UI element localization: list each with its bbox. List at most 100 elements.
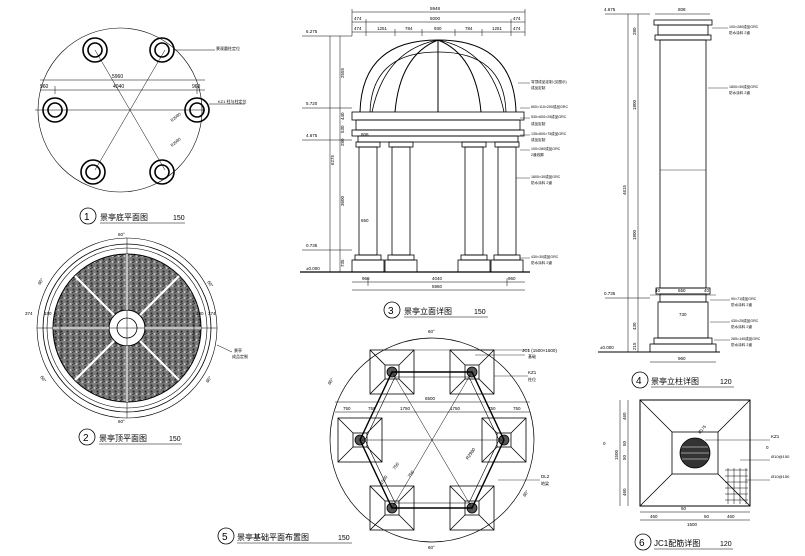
dim-right: 960 [192, 84, 201, 90]
column-symbol [42, 97, 68, 123]
dim-label: 4040 [432, 276, 443, 281]
dim-label: 474 [354, 26, 362, 31]
dim-label: 5000 [430, 16, 441, 21]
dim-label: 750 [368, 406, 376, 411]
dim-total: 5948 [430, 6, 441, 11]
column-symbol [149, 159, 175, 185]
vdim-label: 280 [632, 27, 637, 35]
dl-label: DL2 [541, 474, 550, 479]
title-text: 景亭立柱详图 [651, 376, 699, 386]
angle-label: 60° [37, 277, 45, 286]
level-label: 5.720 [306, 101, 318, 106]
dim-label: 808 [678, 7, 686, 12]
dim-label: 960 [508, 276, 516, 281]
note-label: 100×280成品GRC [531, 146, 561, 151]
level-label: 4.675 [306, 133, 318, 138]
vdim-label: 1800 [632, 99, 637, 110]
note-label: 2道线脚 [531, 152, 544, 157]
rebar-grid [725, 468, 748, 504]
axis-zero: 0 [603, 441, 606, 446]
note-label: 防水涂料 2道 [731, 342, 752, 347]
title-number: 1 [84, 212, 90, 223]
dim-mid: 4040 [113, 84, 124, 90]
title-block: 2 景亭顶平面图 150 [78, 428, 182, 446]
note-label: 135×600×75成品GRC [531, 131, 567, 136]
angle-label: 60° [428, 329, 435, 334]
title-number: 4 [636, 376, 642, 387]
title-scale: 120 [720, 379, 732, 386]
jc-label: JC1 (1500×1500) [522, 348, 557, 353]
angle-label: 60° [118, 232, 125, 237]
dim-label: 750 [407, 469, 416, 478]
note-label: 600×110×200成品GRC [531, 104, 568, 109]
title-text: 景亭立面详图 [404, 306, 452, 316]
dim-label: 374 [25, 311, 33, 316]
elevation-column [351, 141, 385, 273]
dim-label: 460 [727, 514, 735, 519]
note-label: 成品定制 [531, 121, 546, 126]
title-text: 景亭基础平面布置图 [237, 532, 309, 542]
elevation-column [457, 141, 491, 273]
dim-label: 180 [44, 311, 52, 316]
dim-total: 5960 [112, 74, 123, 80]
note-label: 1800×30成品GRC [729, 84, 759, 89]
title-scale: 120 [720, 541, 732, 548]
dim-label: 784 [405, 26, 413, 31]
dim-label: 750 [488, 406, 496, 411]
dim-label: 474 [513, 16, 521, 21]
vdim-label: 215 [632, 342, 637, 350]
kz-label: KZ1 [771, 434, 780, 439]
dim-label: 1750 [400, 406, 411, 411]
title-number: 2 [83, 433, 89, 444]
vdim-label: 735 [340, 259, 345, 267]
vdim-label: 440 [340, 112, 345, 120]
note-label: 成品定制 [531, 137, 546, 142]
dim-label: 50 [681, 506, 687, 511]
dim-total: 6500 [425, 396, 436, 401]
panel-footing-rebar [619, 399, 770, 521]
panel-foundation-plan [329, 337, 540, 543]
note-label: 265×140成品GRC [731, 336, 761, 341]
title-block: 3 景亭立面详图 150 [383, 301, 488, 319]
note-label: 防水涂料 2道 [729, 90, 750, 95]
title-text: 景亭顶平面图 [99, 433, 147, 443]
column-symbol [149, 37, 175, 63]
dim-label: 784 [465, 26, 473, 31]
title-block: 1 景亭底平面图 150 [79, 207, 185, 225]
note-label: 防水涂料 2道 [729, 30, 750, 35]
title-block: 5 景亭基础平面布置图 150 [217, 527, 352, 545]
title-block: 4 景亭立柱详图 120 [631, 371, 734, 389]
dim-label: 40 [655, 288, 661, 293]
dim-label: 930 [434, 26, 442, 31]
dim-label: 180 [196, 311, 204, 316]
title-text: JC1配筋详图 [654, 538, 700, 548]
angle-label: 60° [327, 377, 335, 386]
dim-label: 960 [362, 276, 370, 281]
dim-label: 1251 [492, 26, 503, 31]
note-label: 防水涂料 2道 [731, 324, 752, 329]
angle-label: 60° [205, 375, 213, 384]
vdim-label: 530 [340, 125, 345, 133]
angle-label: 60° [522, 489, 530, 498]
rebar-label: Ø10@150 [771, 454, 790, 459]
title-text: 景亭底平面图 [100, 212, 148, 222]
dim-label: 750 [343, 406, 351, 411]
note-label: 防水涂料 2道 [731, 302, 752, 307]
dim-label: 460 [650, 514, 658, 519]
dim-total: 1500 [614, 449, 619, 460]
note-label: 90×71成品GRC [731, 296, 757, 301]
column-symbol [82, 37, 108, 63]
radius-label: R2980 [465, 446, 477, 460]
title-block: 6 JC1配筋详图 120 [634, 533, 733, 551]
rebar-label: Ø10@150 [771, 474, 790, 479]
elevation-column [384, 141, 418, 273]
dim-label: 808 [361, 132, 369, 137]
title-number: 5 [222, 532, 228, 543]
dim-label: 50 [622, 454, 627, 460]
vdim-label: 430 [632, 322, 637, 330]
vdim-label: 4615 [622, 184, 627, 195]
title-number: 3 [388, 306, 394, 317]
note-label: 穹顶成品定制 (见图示) [531, 79, 567, 84]
